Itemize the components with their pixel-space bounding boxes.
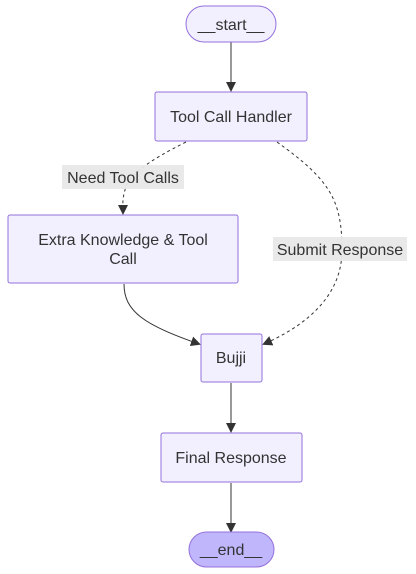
node-bujji[interactable]: Bujji	[200, 333, 263, 383]
edge-handler-to-extra	[117, 141, 187, 215]
edge-label-submit-response: Submit Response	[273, 237, 407, 261]
node-bujji-label: Bujji	[216, 350, 246, 367]
node-end-label: __end__	[199, 542, 263, 559]
edge-label-need-tool-calls: Need Tool Calls	[62, 165, 184, 189]
node-final-response[interactable]: Final Response	[160, 432, 303, 483]
node-extra-knowledge[interactable]: Extra Knowledge & Tool Call	[7, 214, 239, 284]
edge-extra-to-bujji	[123, 283, 201, 347]
submit-response-text: Submit Response	[277, 242, 403, 259]
node-tool-call-handler-label: Tool Call Handler	[170, 109, 293, 126]
node-start[interactable]: __start__	[185, 5, 277, 43]
node-end[interactable]: __end__	[188, 531, 275, 568]
node-tool-call-handler[interactable]: Tool Call Handler	[154, 91, 308, 142]
node-final-response-label: Final Response	[175, 450, 286, 467]
node-start-label: __start__	[197, 17, 266, 34]
node-extra-knowledge-label-line1: Extra Knowledge & Tool	[38, 232, 208, 249]
need-tool-calls-text: Need Tool Calls	[67, 170, 179, 187]
node-extra-knowledge-label-line2: Call	[109, 251, 137, 268]
